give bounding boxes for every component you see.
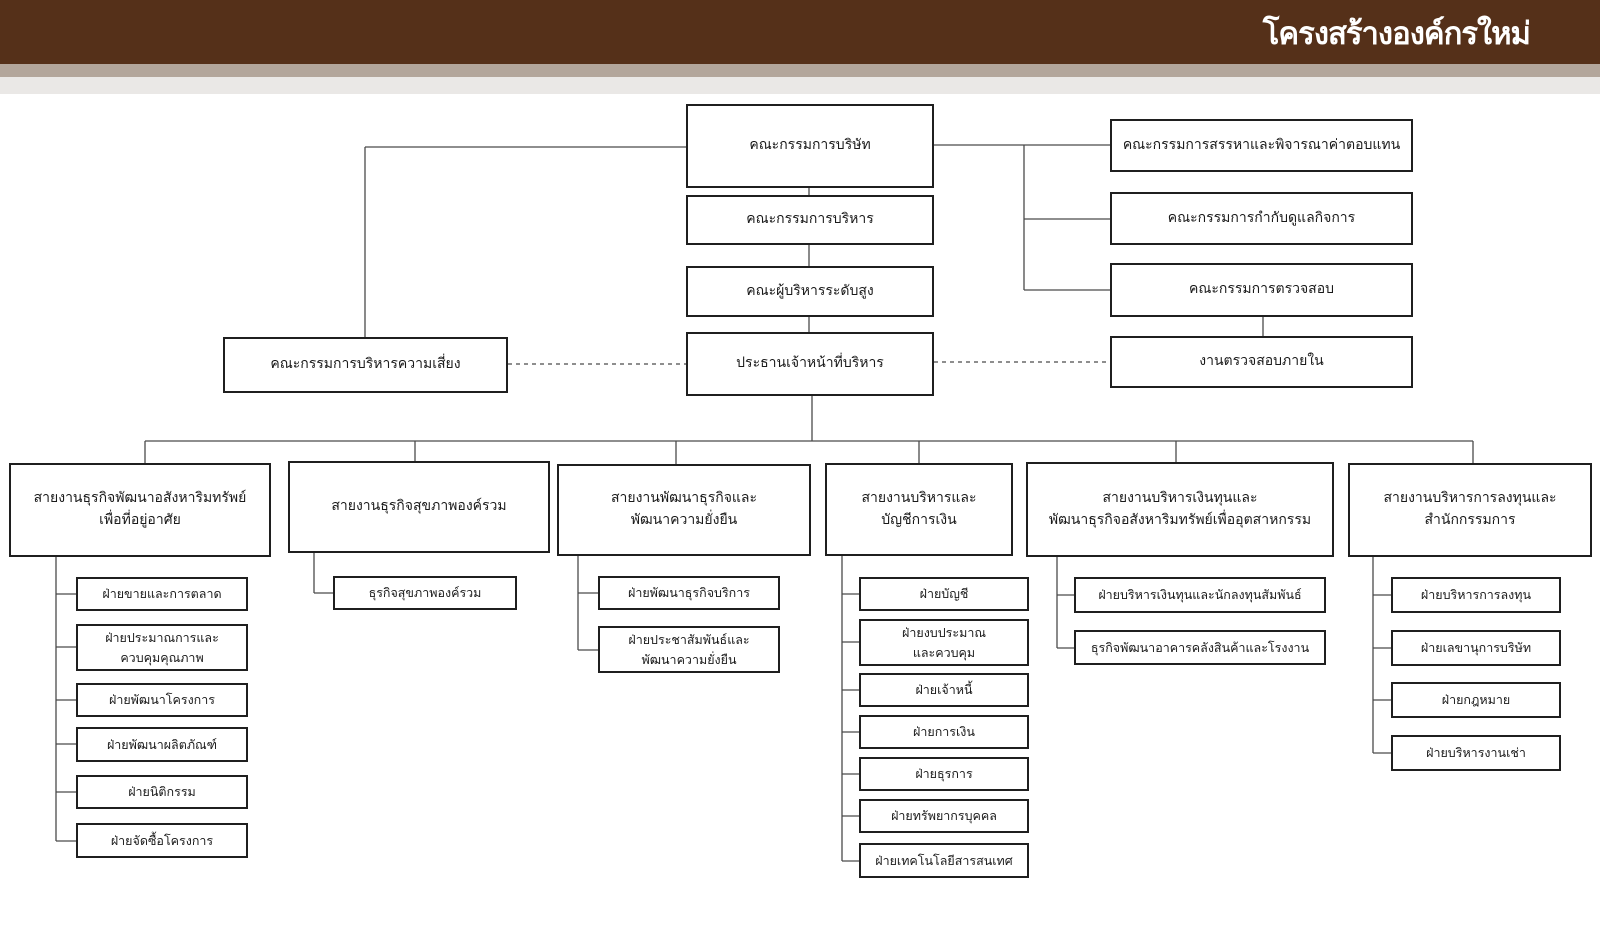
unit-label: ฝ่ายประมาณการและ ควบคุมคุณภาพ — [105, 630, 219, 665]
unit-box: ฝ่ายบริหารการลงทุน — [1391, 577, 1561, 613]
unit-box: ฝ่ายขายและการตลาด — [76, 577, 248, 611]
audit-committee-box: คณะกรรมการตรวจสอบ — [1110, 263, 1413, 317]
internal-audit-box: งานตรวจสอบภายใน — [1110, 336, 1413, 388]
unit-label: ฝ่ายทรัพยากรบุคคล — [891, 808, 997, 824]
unit-box: ฝ่ายการเงิน — [859, 715, 1029, 749]
unit-label: ฝ่ายจัดซื้อโครงการ — [110, 832, 214, 848]
unit-box: ฝ่ายเทคโนโลยีสารสนเทศ — [859, 843, 1029, 878]
unit-label: ฝ่ายพัฒนาธุรกิจบริการ — [628, 585, 750, 601]
unit-label: ฝ่ายขายและการตลาด — [102, 586, 222, 602]
executive-committee-label: คณะกรรมการบริหาร — [746, 211, 874, 228]
unit-label: ฝ่ายบัญชี — [919, 586, 969, 602]
governance-committee-label: คณะกรรมการกำกับดูแลกิจการ — [1167, 209, 1356, 226]
ceo-box: ประธานเจ้าหน้าที่บริหาร — [686, 332, 934, 396]
unit-label: ฝ่ายงบประมาณ และควบคุม — [902, 625, 986, 660]
unit-label: ฝ่ายการเงิน — [913, 724, 975, 740]
unit-label: ธุรกิจพัฒนาอาคารคลังสินค้าและโรงงาน — [1090, 639, 1310, 655]
unit-box: ฝ่ายประชาสัมพันธ์และ พัฒนาความยั่งยืน — [598, 626, 780, 673]
unit-box: ฝ่ายธุรการ — [859, 757, 1029, 791]
unit-box: ฝ่ายพัฒนาโครงการ — [76, 683, 248, 717]
executive-committee-box: คณะกรรมการบริหาร — [686, 195, 934, 245]
unit-label: ฝ่ายนิติกรรม — [128, 784, 196, 800]
unit-box: ฝ่ายพัฒนาผลิตภัณฑ์ — [76, 727, 248, 762]
division-box: สายงานธุรกิจสุขภาพองค์รวม — [288, 461, 550, 553]
nomination-committee-box: คณะกรรมการสรรหาและพิจารณาค่าตอบแทน — [1110, 119, 1413, 172]
governance-committee-box: คณะกรรมการกำกับดูแลกิจการ — [1110, 192, 1413, 245]
unit-label: ธุรกิจสุขภาพองค์รวม — [368, 585, 482, 601]
unit-box: ฝ่ายทรัพยากรบุคคล — [859, 799, 1029, 833]
risk-committee-label: คณะกรรมการบริหารความเสี่ยง — [270, 356, 461, 373]
division-label: สายงานพัฒนาธุรกิจและ พัฒนาความยั่งยืน — [610, 490, 758, 528]
unit-label: ฝ่ายเทคโนโลยีสารสนเทศ — [875, 852, 1013, 868]
unit-label: ฝ่ายบริหารเงินทุนและนักลงทุนสัมพันธ์ — [1098, 587, 1302, 603]
senior-management-box: คณะผู้บริหารระดับสูง — [686, 266, 934, 317]
division-label: สายงานธุรกิจสุขภาพองค์รวม — [331, 498, 507, 515]
division-box: สายงานบริหารการลงทุนและ สำนักกรรมการ — [1348, 463, 1592, 557]
unit-box: ฝ่ายบริหารงานเช่า — [1391, 735, 1561, 771]
unit-box: ฝ่ายนิติกรรม — [76, 775, 248, 809]
header-band-light — [0, 77, 1600, 94]
unit-box: ฝ่ายจัดซื้อโครงการ — [76, 823, 248, 858]
unit-box: ฝ่ายพัฒนาธุรกิจบริการ — [598, 576, 780, 610]
division-box: สายงานบริหารเงินทุนและ พัฒนาธุรกิจอสังหา… — [1026, 462, 1334, 557]
unit-box: ฝ่ายงบประมาณ และควบคุม — [859, 619, 1029, 666]
risk-committee-box: คณะกรรมการบริหารความเสี่ยง — [223, 337, 508, 393]
unit-box: ฝ่ายเจ้าหนี้ — [859, 673, 1029, 707]
division-label: สายงานบริหารเงินทุนและ พัฒนาธุรกิจอสังหา… — [1048, 489, 1312, 528]
unit-box: ฝ่ายกฎหมาย — [1391, 682, 1561, 718]
division-box: สายงานพัฒนาธุรกิจและ พัฒนาความยั่งยืน — [557, 464, 811, 556]
unit-label: ฝ่ายกฎหมาย — [1441, 692, 1511, 708]
division-label: สายงานบริหารการลงทุนและ สำนักกรรมการ — [1383, 490, 1557, 528]
header-band — [0, 64, 1600, 77]
board-of-directors-box: คณะกรรมการบริษัท — [686, 104, 934, 188]
audit-committee-label: คณะกรรมการตรวจสอบ — [1189, 281, 1334, 298]
unit-label: ฝ่ายพัฒนาผลิตภัณฑ์ — [106, 736, 218, 752]
unit-label: ฝ่ายพัฒนาโครงการ — [109, 692, 215, 708]
division-label: สายงานบริหารและ บัญชีการเงิน — [861, 489, 977, 528]
unit-box: ธุรกิจสุขภาพองค์รวม — [333, 576, 517, 610]
board-of-directors-label: คณะกรรมการบริษัท — [749, 137, 871, 154]
unit-label: ฝ่ายบริหารงานเช่า — [1426, 745, 1526, 761]
unit-box: ฝ่ายเลขานุการบริษัท — [1391, 630, 1561, 666]
nomination-committee-label: คณะกรรมการสรรหาและพิจารณาค่าตอบแทน — [1122, 136, 1401, 153]
ceo-label: ประธานเจ้าหน้าที่บริหาร — [736, 355, 884, 372]
senior-management-label: คณะผู้บริหารระดับสูง — [746, 282, 874, 299]
header-bar: โครงสร้างองค์กรใหม่ — [0, 0, 1600, 64]
unit-label: ฝ่ายประชาสัมพันธ์และ พัฒนาความยั่งยืน — [628, 632, 750, 667]
internal-audit-label: งานตรวจสอบภายใน — [1199, 353, 1324, 370]
division-box: สายงานบริหารและ บัญชีการเงิน — [825, 463, 1013, 556]
unit-label: ฝ่ายเลขานุการบริษัท — [1420, 640, 1532, 656]
unit-box: ฝ่ายบัญชี — [859, 577, 1029, 611]
unit-label: ฝ่ายเจ้าหนี้ — [915, 682, 973, 698]
unit-label: ฝ่ายบริหารการลงทุน — [1420, 587, 1532, 603]
unit-label: ฝ่ายธุรการ — [915, 766, 973, 782]
unit-box: ฝ่ายบริหารเงินทุนและนักลงทุนสัมพันธ์ — [1074, 577, 1326, 613]
division-box: สายงานธุรกิจพัฒนาอสังหาริมทรัพย์ เพื่อที… — [9, 463, 271, 557]
page-title: โครงสร้างองค์กรใหม่ — [1262, 16, 1531, 52]
unit-box: ธุรกิจพัฒนาอาคารคลังสินค้าและโรงงาน — [1074, 630, 1326, 665]
division-label: สายงานธุรกิจพัฒนาอสังหาริมทรัพย์ เพื่อที… — [33, 490, 247, 528]
unit-box: ฝ่ายประมาณการและ ควบคุมคุณภาพ — [76, 624, 248, 671]
